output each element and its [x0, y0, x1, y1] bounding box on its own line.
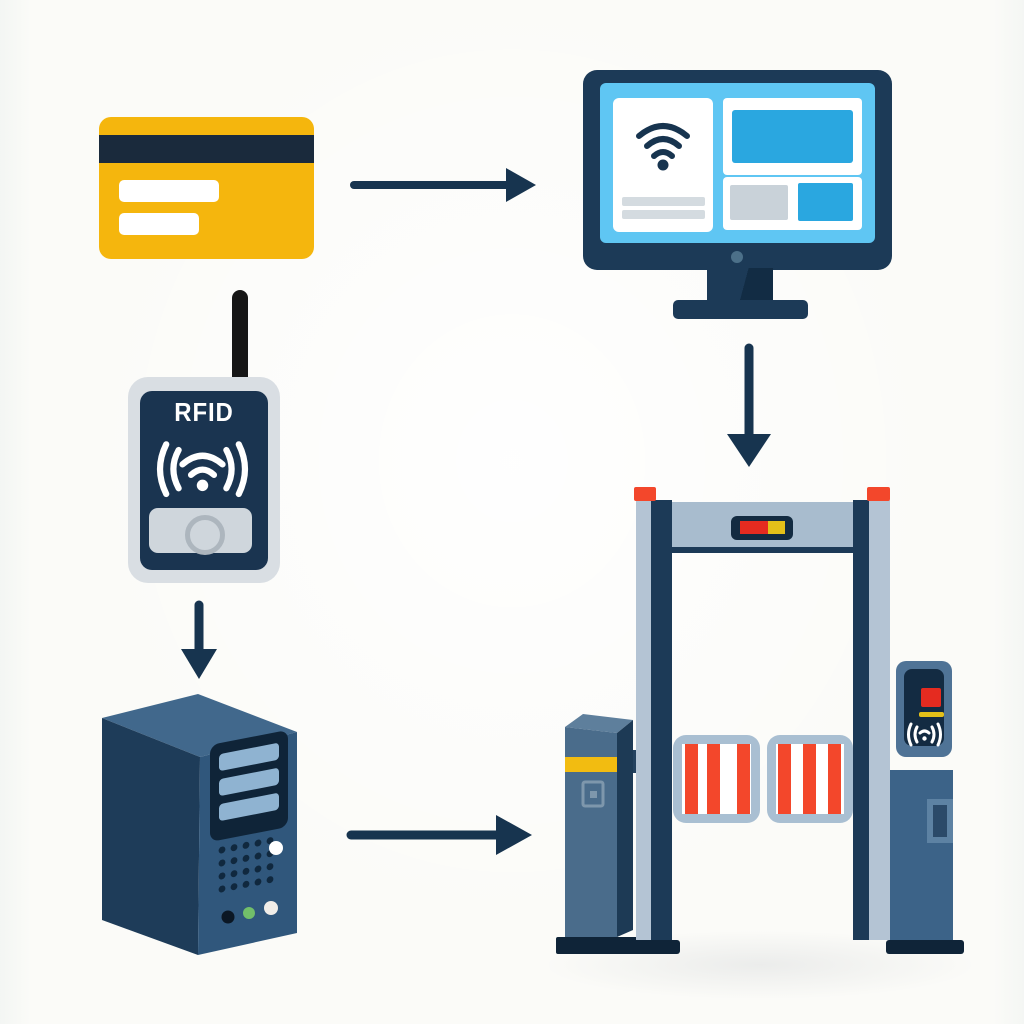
- monitoring-computer: [583, 70, 892, 320]
- rfid-reader-label: RFID: [174, 397, 234, 427]
- pedestal-card-icon-dot: [590, 791, 597, 798]
- gate-right-pillar-light: [869, 500, 890, 940]
- server-led-white: [269, 841, 283, 855]
- server-led-gray: [264, 901, 278, 915]
- gate-status-indicator: [731, 516, 793, 540]
- card-magnetic-stripe: [99, 135, 314, 163]
- card-text-line: [119, 213, 199, 235]
- barrier-stripe: [828, 744, 841, 814]
- gate-left-base: [630, 940, 680, 954]
- dashboard-text-line: [622, 210, 705, 219]
- barrier-stripe: [778, 744, 791, 814]
- server-drive-slat: [219, 768, 279, 796]
- pedestal-card-icon: [581, 780, 605, 808]
- barrier-stripe: [737, 744, 750, 814]
- dashboard-status-tile-blue: [798, 183, 853, 221]
- indicator-red-light: [740, 521, 768, 534]
- server-left-face: [102, 718, 200, 955]
- dashboard-video-panel: [723, 98, 862, 175]
- gate-right-pillar: [853, 500, 869, 940]
- server-led-green: [243, 907, 255, 919]
- gate-left-cap: [634, 487, 656, 501]
- contactless-reader-icon: [907, 722, 942, 747]
- arrow-right-icon: [506, 168, 536, 202]
- kiosk-reader-head: [896, 661, 952, 757]
- arrow-down-icon: [727, 434, 771, 467]
- arrow-server-to-gate: [346, 815, 532, 855]
- server-led-black: [221, 910, 235, 924]
- barrier-stripe: [707, 744, 720, 814]
- dashboard-status-tile-gray: [730, 185, 788, 220]
- reader-antenna: [232, 290, 248, 385]
- gate-right-cap: [867, 487, 890, 501]
- server-drive-slat: [219, 793, 279, 821]
- gate-left-pillar-light: [636, 500, 651, 952]
- dashboard-status-panel: [723, 177, 862, 230]
- server-drive-panel: [210, 731, 288, 841]
- card-text-line: [119, 180, 219, 202]
- indicator-yellow-light: [768, 521, 785, 534]
- arrow-down-icon: [181, 649, 217, 679]
- gate-right-base: [886, 940, 964, 954]
- kiosk-card-slot: [927, 799, 953, 843]
- barrier-stripe: [685, 744, 698, 814]
- rfid-card: [99, 117, 314, 259]
- wifi-icon: [636, 123, 690, 171]
- dashboard-text-line: [622, 197, 705, 206]
- barrier-arm-left-panel: [682, 744, 751, 814]
- reader-button: [185, 515, 225, 555]
- rfid-reader: RFID: [128, 285, 280, 585]
- gate-left-pillar: [651, 500, 672, 952]
- pedestal-base: [556, 937, 638, 954]
- gate-beam-edge: [672, 547, 853, 553]
- monitor-stand-base: [673, 300, 808, 319]
- dashboard-left-panel: [613, 98, 713, 232]
- server-drive-slat: [219, 743, 279, 771]
- kiosk-card-slot-opening: [933, 805, 947, 837]
- monitor-power-light: [731, 251, 743, 263]
- pedestal-front-face: [565, 727, 617, 937]
- kiosk-reader-screen: [904, 669, 944, 747]
- kiosk-red-light: [921, 688, 941, 707]
- kiosk-yellow-line: [919, 712, 944, 717]
- gate-pedestal: [556, 714, 651, 954]
- monitor-stand-neck: [707, 268, 773, 304]
- barrier-arm-left: [673, 735, 760, 823]
- barrier-stripe: [803, 744, 816, 814]
- server-tower: [102, 694, 297, 955]
- arrow-monitor-to-gate: [727, 343, 771, 467]
- arrow-right-icon: [496, 815, 532, 855]
- pedestal-top-face: [565, 714, 633, 733]
- kiosk-column: [890, 770, 953, 942]
- arrow-reader-to-server: [181, 600, 217, 679]
- pedestal-yellow-band: [565, 757, 617, 772]
- barrier-arm-right: [767, 735, 853, 823]
- pedestal-side-face: [617, 720, 633, 937]
- dashboard-video-feed: [732, 110, 853, 163]
- server-vent-holes: [218, 837, 274, 893]
- arrow-card-to-monitor: [350, 168, 536, 202]
- rfid-signal-icon: [156, 441, 249, 498]
- barrier-arm-right-panel: [776, 744, 844, 814]
